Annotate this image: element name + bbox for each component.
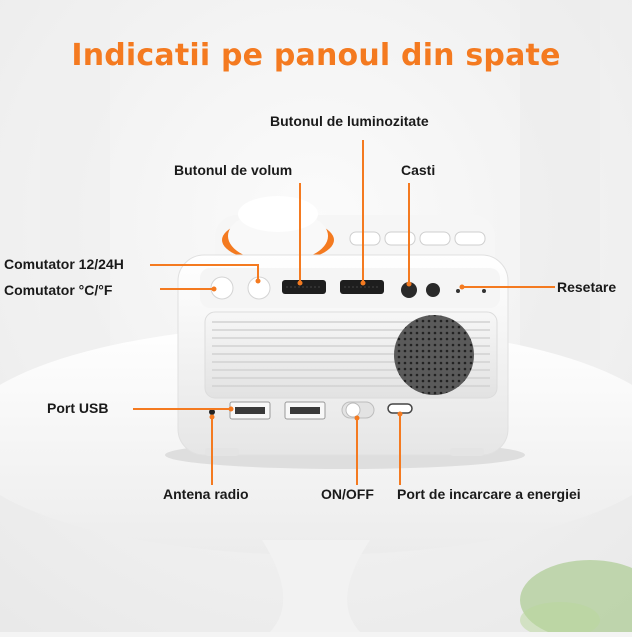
background-shape xyxy=(40,0,110,380)
reset-label: Resetare xyxy=(557,279,617,295)
reset-hole xyxy=(456,289,460,293)
device-foot xyxy=(205,448,239,456)
usb-port-1-slot xyxy=(235,407,265,414)
time-format-switch-label: Comutator 12/24H xyxy=(4,256,124,272)
radio-antenna-label: Antena radio xyxy=(163,486,249,502)
power-switch-knob xyxy=(345,402,361,418)
antenna-socket xyxy=(209,409,215,415)
leader-time-format xyxy=(150,264,259,281)
usb-port-label: Port USB xyxy=(47,400,109,416)
top-button xyxy=(384,231,416,246)
mic-hole xyxy=(482,289,486,293)
top-button xyxy=(419,231,451,246)
plant-blur xyxy=(520,602,600,637)
speaker-mesh xyxy=(394,315,474,395)
headphones-label: Casti xyxy=(401,162,436,178)
headphone-jack xyxy=(401,282,417,298)
top-button xyxy=(454,231,486,246)
device-foot xyxy=(450,448,484,456)
brightness-button-label: Butonul de luminozitate xyxy=(270,113,429,129)
device-outline xyxy=(177,254,509,456)
usb-port-2-slot xyxy=(290,407,320,414)
volume-button-label: Butonul de volum xyxy=(174,162,293,178)
charging-port-label: Port de incarcare a energiei xyxy=(397,486,581,502)
aux-jack xyxy=(426,283,440,297)
temperature-switch-label: Comutator °C/°F xyxy=(4,282,113,298)
leader-lines xyxy=(133,140,555,485)
top-button xyxy=(349,231,381,246)
snooze-dome xyxy=(238,196,318,232)
leader-dots xyxy=(209,278,465,421)
page-title: Indicatii pe panoul din spate xyxy=(71,38,561,73)
power-switch-label: ON/OFF xyxy=(321,486,374,502)
background-shape xyxy=(520,0,600,360)
table-leg xyxy=(262,540,370,632)
